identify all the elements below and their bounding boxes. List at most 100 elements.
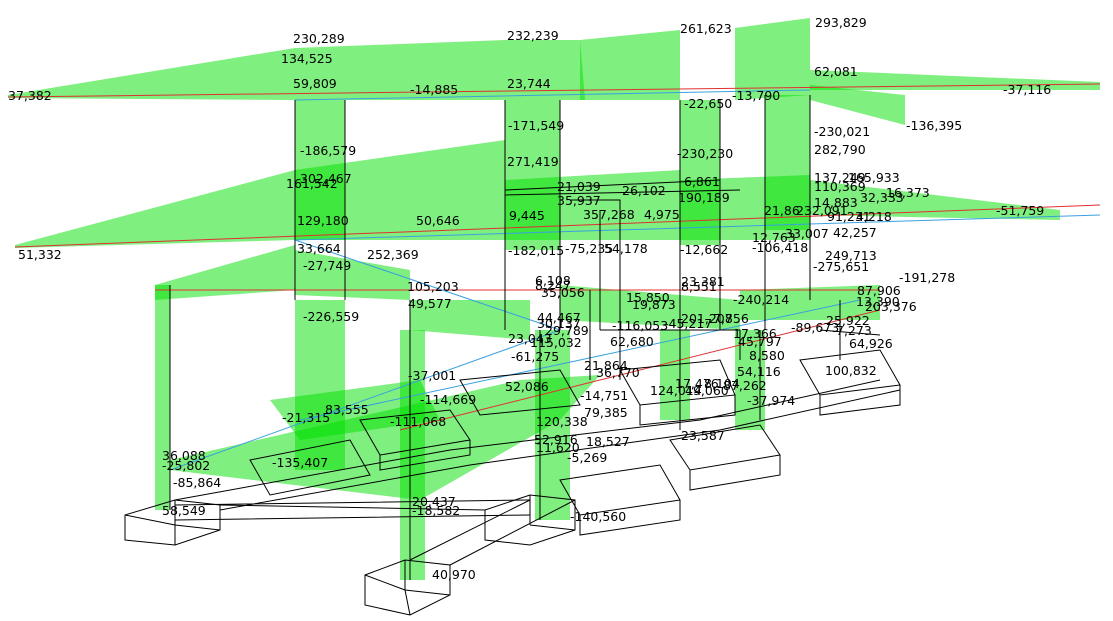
force-value-l105: -37,974 [747, 393, 795, 408]
force-value-l13: -22,650 [684, 96, 732, 111]
force-value-l91: 8,580 [749, 348, 785, 363]
force-value-l115: -5,269 [567, 450, 607, 465]
force-diagram-top-right-lower [810, 85, 905, 125]
force-value-l35: 14,883 [814, 195, 858, 210]
force-value-l70: 19,873 [632, 297, 676, 312]
beam-axis-mid [14, 204, 1101, 248]
beam-axis-diag-3 [399, 309, 881, 431]
force-value-l78: 7,856 [713, 311, 749, 326]
force-value-l92: -37,001 [408, 368, 456, 383]
force-diagram-low-1 [155, 245, 295, 300]
force-diagram-ground [170, 375, 600, 500]
force-value-l79: -89,673 [791, 320, 839, 335]
force-diagram-top-span2 [505, 40, 585, 100]
force-value-l20: 271,419 [507, 154, 559, 169]
force-value-l54: -106,418 [752, 240, 808, 255]
force-value-l114: 36,088 [162, 448, 206, 463]
force-value-l32: 32,333 [860, 190, 904, 205]
force-value-l59: 8,247 [535, 278, 571, 293]
force-value-l85: 23,043 [508, 331, 552, 346]
force-value-l30: 190,189 [678, 190, 730, 205]
moment-diagram-layer [8, 18, 1100, 580]
beam-axis-diag-1 [169, 329, 561, 471]
force-value-l72: -226,559 [303, 309, 359, 324]
force-value-l26: 26,102 [622, 183, 666, 198]
force-value-l42: 129,180 [297, 213, 349, 228]
force-value-l69: 13,390 [856, 294, 900, 309]
force-value-l28: 161,542 [286, 176, 338, 191]
force-value-l34: 4,975 [644, 207, 680, 222]
force-value-l11: -13,790 [732, 88, 780, 103]
force-value-l49: 252,369 [367, 247, 419, 262]
force-diagram-lcol-1 [155, 285, 170, 510]
force-value-l09: -14,885 [410, 82, 458, 97]
force-value-l116: -25,802 [162, 458, 210, 473]
force-value-l66: 49,577 [408, 296, 452, 311]
footing-center [364, 559, 451, 616]
force-diagram-mid-right [810, 180, 1060, 220]
frame-lines-b [504, 179, 881, 360]
force-value-l62: 105,203 [407, 279, 459, 294]
force-value-l120: -18,582 [412, 503, 460, 518]
force-diagram-top-mid [295, 40, 505, 100]
force-value-l41: 4,218 [856, 209, 892, 224]
force-value-l106: -21,315 [282, 410, 330, 425]
force-value-l97: 17,476 [675, 376, 719, 391]
force-value-l57: -275,651 [813, 259, 869, 274]
force-value-l60: 23,381 [681, 274, 725, 289]
force-diagram-top-span4 [735, 18, 810, 100]
beam-axis-top [7, 83, 1101, 98]
force-value-l93: 36,770 [596, 365, 640, 380]
force-value-l19: -230,230 [677, 146, 733, 161]
force-diagram-lcol-5 [660, 330, 690, 420]
force-value-l88: 45,797 [738, 334, 782, 349]
force-value-l118: -85,864 [173, 475, 221, 490]
force-value-l74: 25,922 [826, 313, 870, 328]
force-value-l05: 134,525 [281, 51, 333, 66]
force-value-l89: -61,275 [511, 349, 559, 364]
force-value-l33: 357,268 [583, 207, 635, 222]
force-value-l75: 30,137 [537, 316, 581, 331]
force-value-l18: 282,790 [814, 142, 866, 157]
force-value-l86: 115,032 [530, 335, 582, 350]
force-value-l95: 100,832 [825, 363, 877, 378]
force-diagram-mid-span3 [680, 175, 810, 240]
force-value-l83: 17,366 [733, 326, 777, 341]
force-value-l46: 12,763 [752, 230, 796, 245]
beam-axis-top-b [294, 89, 811, 101]
force-value-l23: 165,933 [848, 170, 900, 185]
force-value-l96: 52,086 [505, 379, 549, 394]
force-value-l01: 230,289 [293, 31, 345, 46]
force-value-l08: 59,809 [293, 76, 337, 91]
footing-right [484, 494, 576, 546]
plinth-group-3 [619, 359, 736, 426]
plinth-group-5 [799, 349, 901, 416]
force-value-l43: 50,646 [416, 213, 460, 228]
force-value-l112: 23,587 [681, 428, 725, 443]
force-value-l71: 203,376 [865, 299, 917, 314]
force-value-l14: -136,395 [906, 118, 962, 133]
force-value-l76: -116,053 [612, 318, 668, 333]
force-value-l90: 21,864 [584, 358, 628, 373]
force-diagram-mid-span1 [295, 140, 505, 240]
force-value-l82: -45,217 [664, 316, 712, 331]
force-value-l38: 21,86 [764, 203, 800, 218]
force-value-l36: -51,759 [996, 203, 1044, 218]
force-value-l122: -140,560 [570, 509, 626, 524]
tie-beam-1 [174, 499, 531, 521]
force-value-l31: 110,369 [814, 179, 866, 194]
column-lines [169, 285, 841, 580]
force-value-l04: 293,829 [815, 15, 867, 30]
force-value-l65: 87,906 [857, 283, 901, 298]
force-value-l45: 42,257 [833, 225, 877, 240]
force-diagram-mid-left [15, 170, 295, 248]
plinth-group-4 [669, 424, 781, 491]
force-value-l111: 18,527 [586, 434, 630, 449]
force-value-l109: 120,338 [536, 414, 588, 429]
force-value-l24: 302,467 [300, 171, 352, 186]
force-value-l107: -111,068 [390, 414, 446, 429]
force-value-l61: -191,278 [899, 270, 955, 285]
